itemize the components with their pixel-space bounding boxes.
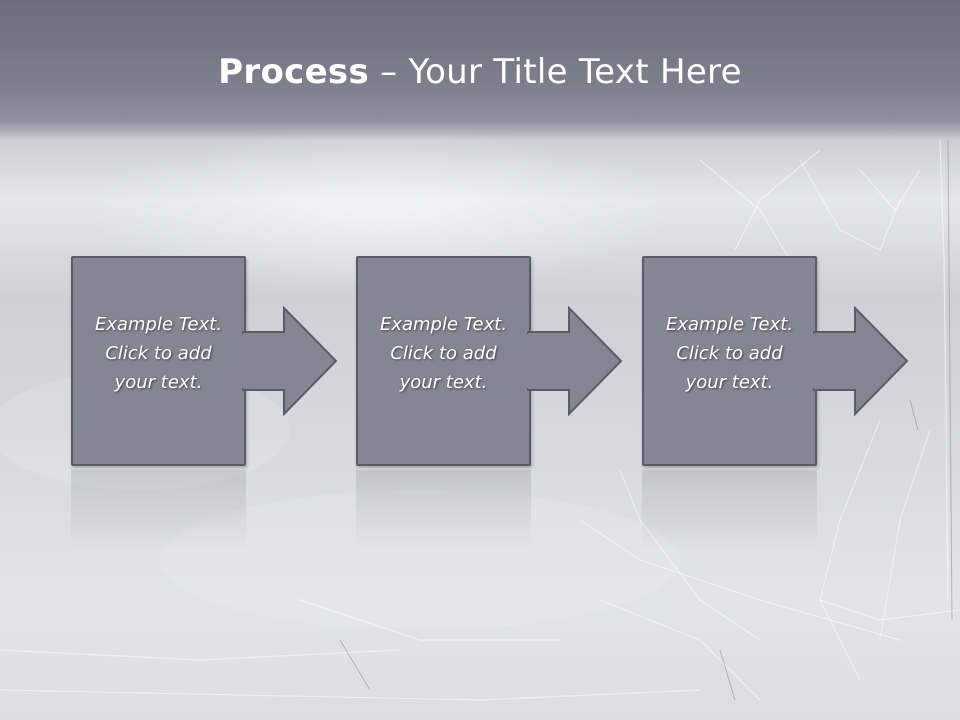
step-1-arrow: [242, 306, 338, 416]
step-reflection: [71, 470, 246, 550]
step-text-line: Example Text.: [665, 314, 794, 335]
step-text-line: your text.: [114, 372, 203, 393]
title-rest-part: – Your Title Text Here: [369, 52, 742, 92]
process-step-3[interactable]: Example Text. Click to add your text.: [642, 256, 817, 466]
step-text-line: your text.: [685, 372, 774, 393]
step-reflection: [642, 470, 817, 550]
step-text[interactable]: Example Text. Click to add your text.: [360, 310, 527, 397]
step-text-line: Click to add: [390, 343, 497, 364]
step-box: [71, 256, 246, 466]
step-text-line: your text.: [399, 372, 488, 393]
step-reflection: [356, 470, 531, 550]
step-text-line: Example Text.: [379, 314, 508, 335]
step-text-line: Click to add: [105, 343, 212, 364]
step-text-line: Click to add: [676, 343, 783, 364]
title-bar: Process – Your Title Text Here: [0, 0, 960, 140]
step-2-arrow: [527, 306, 623, 416]
step-3-arrow: [813, 306, 909, 416]
step-box: [356, 256, 531, 466]
process-step-2[interactable]: Example Text. Click to add your text.: [356, 256, 531, 466]
process-step-1[interactable]: Example Text. Click to add your text.: [71, 256, 246, 466]
step-text-line: Example Text.: [94, 314, 223, 335]
step-text[interactable]: Example Text. Click to add your text.: [75, 310, 242, 397]
step-text[interactable]: Example Text. Click to add your text.: [646, 310, 813, 397]
slide-title[interactable]: Process – Your Title Text Here: [0, 52, 960, 92]
title-bold-part: Process: [218, 52, 370, 92]
